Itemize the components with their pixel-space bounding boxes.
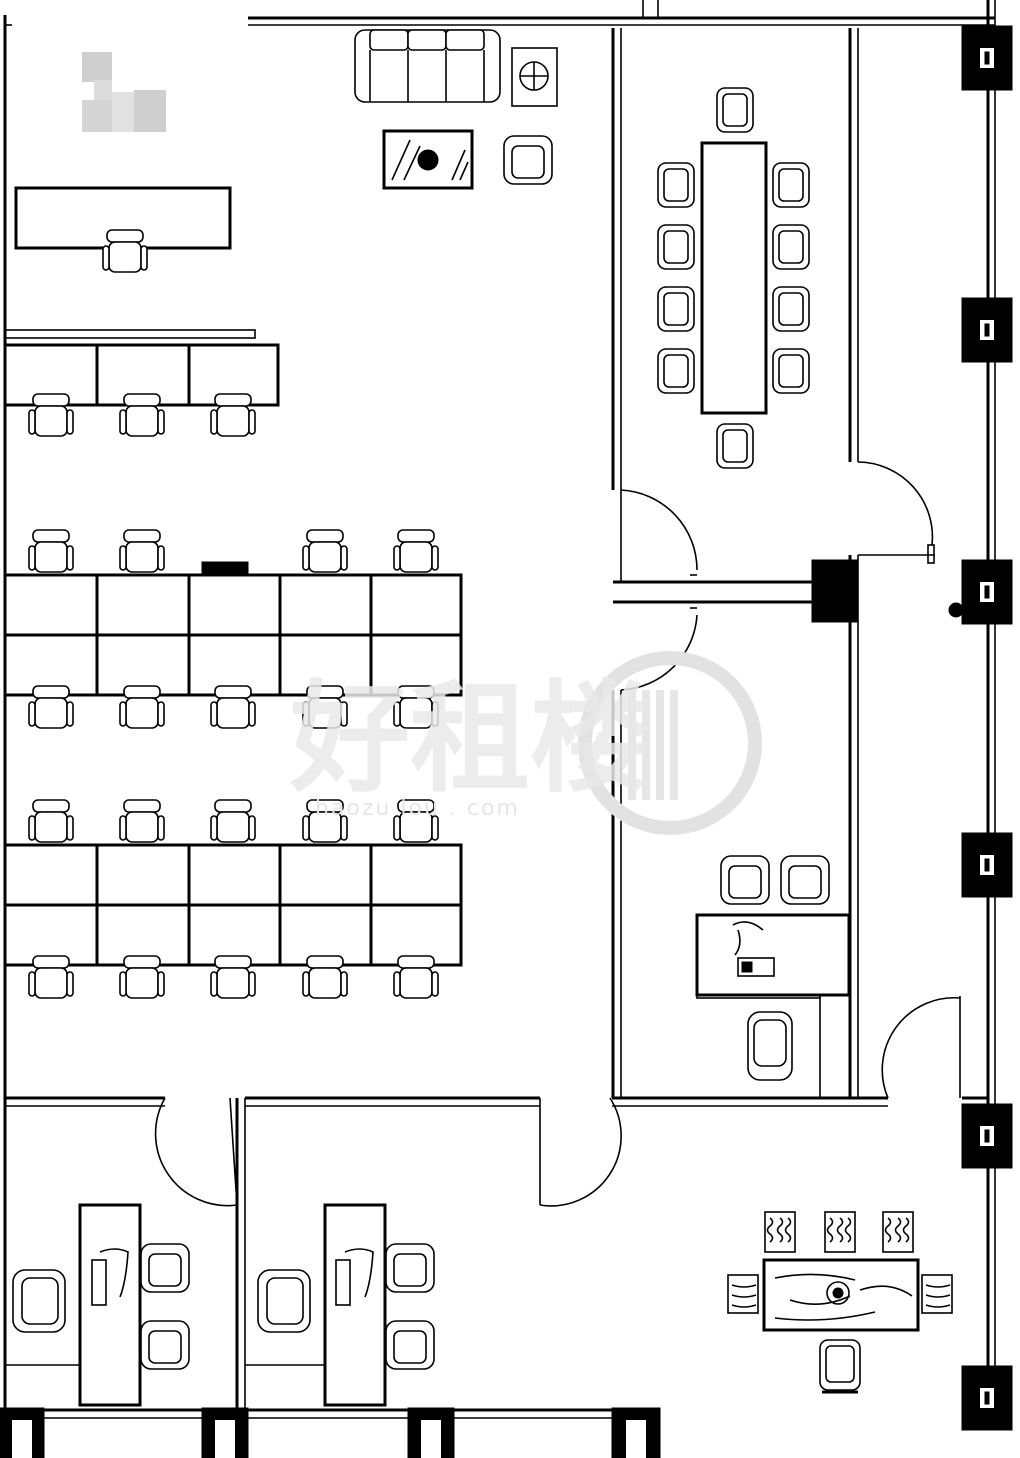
- pillar: [961, 25, 1013, 91]
- office-chair: [119, 685, 165, 729]
- telephone: [737, 957, 775, 977]
- conference-chair: [716, 423, 754, 469]
- doors: [154, 461, 964, 1207]
- pillar: [961, 1365, 1013, 1431]
- conference-room: [657, 87, 810, 469]
- wooden-stool: [764, 1211, 796, 1253]
- conference-chair: [772, 224, 810, 270]
- pillar: [961, 1103, 1013, 1169]
- open-office: [3, 343, 463, 999]
- office-chair: [119, 799, 165, 843]
- armchair: [503, 135, 553, 185]
- pillar: [407, 1407, 455, 1458]
- office-chair: [119, 393, 165, 437]
- manager-office: [695, 855, 851, 1081]
- office-chair: [210, 955, 256, 999]
- guest-armchair: [385, 1243, 435, 1293]
- desk-row-1: [3, 343, 280, 437]
- office-chair-large: [12, 1269, 66, 1333]
- office-chair: [210, 393, 256, 437]
- pillars: [0, 25, 1013, 1458]
- desk-lamp: [99, 1248, 129, 1298]
- reception-area: [14, 29, 558, 273]
- office-chair: [302, 529, 348, 573]
- conference-chair: [657, 286, 695, 332]
- office-chair: [119, 955, 165, 999]
- guest-armchair: [720, 855, 770, 905]
- tea-table: [762, 1258, 920, 1332]
- guest-armchair: [385, 1320, 435, 1370]
- desk-lamp: [732, 921, 764, 956]
- manager-desk: [695, 913, 851, 997]
- conference-chair: [657, 224, 695, 270]
- pillar: [961, 559, 1013, 625]
- interior-walls: [4, 24, 988, 1410]
- reception-chair: [102, 229, 148, 273]
- desk-lamp: [344, 1248, 374, 1298]
- watermark-subtext: haozu lou . com: [315, 796, 520, 821]
- conference-chair: [772, 348, 810, 394]
- office-chair: [28, 799, 74, 843]
- sofa: [354, 29, 501, 103]
- office-chair: [28, 393, 74, 437]
- conference-chair: [657, 162, 695, 208]
- conference-chair: [772, 162, 810, 208]
- company-logo-blurred: [82, 52, 166, 132]
- office-desk: [78, 1203, 142, 1407]
- wooden-stool: [824, 1211, 856, 1253]
- guest-armchair: [140, 1243, 190, 1293]
- office-chair: [119, 529, 165, 573]
- side-table: [511, 47, 558, 107]
- wooden-stool: [727, 1274, 759, 1314]
- telephone: [335, 1259, 351, 1306]
- conference-chair: [657, 348, 695, 394]
- watermark: 好租楼 haozu lou . com: [289, 651, 762, 835]
- pillar: [611, 1407, 661, 1458]
- office-bottom-middle: [257, 1203, 435, 1407]
- watermark-brand: 好租楼: [289, 670, 650, 809]
- office-bottom-left: [12, 1203, 190, 1407]
- tea-chair: [819, 1339, 861, 1394]
- office-chair: [28, 685, 74, 729]
- telephone: [91, 1259, 107, 1306]
- office-chair: [393, 955, 439, 999]
- desk-block-2: [3, 529, 463, 729]
- pillar: [961, 832, 1013, 898]
- pillar: [811, 559, 859, 623]
- conference-chair: [716, 87, 754, 133]
- guest-armchair: [140, 1320, 190, 1370]
- pillar: [961, 297, 1013, 363]
- wooden-stool: [921, 1274, 953, 1314]
- office-chair: [302, 955, 348, 999]
- office-chair: [210, 685, 256, 729]
- wooden-stool: [882, 1211, 914, 1253]
- outer-walls: [3, 0, 996, 1419]
- manager-chair: [747, 1011, 793, 1081]
- coffee-table: [382, 129, 474, 190]
- conference-table: [700, 141, 768, 415]
- guest-armchair: [780, 855, 830, 905]
- pillar: [0, 1407, 45, 1458]
- office-desk: [323, 1203, 387, 1407]
- office-chair: [393, 529, 439, 573]
- desk-block-3: [3, 799, 463, 999]
- office-chair-large: [257, 1269, 311, 1333]
- conference-chair: [772, 286, 810, 332]
- tea-area: [727, 1211, 953, 1394]
- office-chair: [28, 955, 74, 999]
- office-chair: [28, 529, 74, 573]
- pillar: [201, 1407, 249, 1458]
- office-chair: [210, 799, 256, 843]
